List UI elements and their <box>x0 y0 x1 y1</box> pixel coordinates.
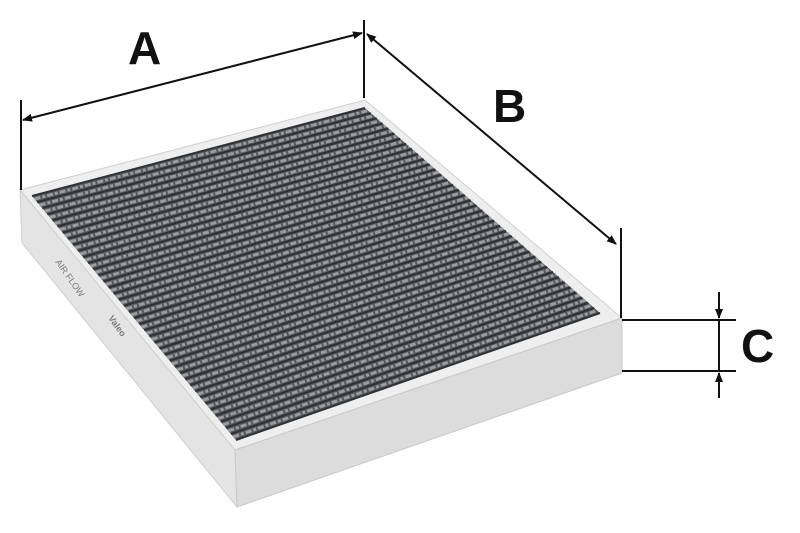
pleat-fold-dark <box>210 286 571 411</box>
pleat-ridge-light <box>95 170 439 274</box>
pleat-fold-dark <box>194 271 554 393</box>
pleat-fold-dark <box>220 296 583 423</box>
pleat-fold-dark <box>57 132 395 228</box>
pleat-fold-dark <box>67 142 407 240</box>
pleat-fold-dark <box>215 291 577 417</box>
pleat-fold-dark <box>62 137 401 234</box>
pleat-ridge-light <box>176 252 533 372</box>
pleat-ridge-light <box>34 109 369 201</box>
dimension-b-label: B <box>493 80 526 132</box>
pleat-fold-dark <box>230 306 595 435</box>
pleat-ridge-light <box>181 257 539 378</box>
pleat-ridge-light <box>222 298 586 427</box>
pleat-ridge-light <box>39 114 375 207</box>
media-pleats <box>31 107 601 441</box>
pleat-ridge-light <box>74 150 416 250</box>
pleat-ridge-light <box>232 309 598 439</box>
dimension-a-label: A <box>128 22 161 74</box>
pleat-fold-dark <box>72 148 413 246</box>
pleat-fold-dark <box>77 153 419 252</box>
pleat-ridge-light <box>212 288 575 414</box>
pleat-fold-dark <box>184 260 542 380</box>
pleat-ridge-light <box>217 293 580 421</box>
pleat-ridge-light <box>192 268 551 390</box>
dimension-c-label: C <box>741 320 774 372</box>
pleat-fold-dark <box>199 276 560 399</box>
pleat-fold-dark <box>179 255 536 374</box>
pleat-ridge-light <box>141 216 492 329</box>
pleat-fold-dark <box>31 107 366 197</box>
pleat-ridge-light <box>59 134 398 231</box>
pleat-ridge-light <box>146 221 498 335</box>
pleat-fold-dark <box>174 250 530 368</box>
pleat-fold-dark <box>235 312 601 441</box>
pleat-fold-dark <box>52 127 389 222</box>
pleat-ridge-light <box>44 119 381 213</box>
pleat-ridge-light <box>161 237 516 353</box>
pleat-ridge-light <box>207 283 569 408</box>
pleat-ridge-light <box>197 273 557 396</box>
pleat-ridge-light <box>202 278 563 402</box>
pleat-fold-dark <box>205 281 566 405</box>
pleat-fold-dark <box>164 240 519 356</box>
pleat-fold-dark <box>169 245 524 362</box>
pleat-ridge-light <box>151 227 504 341</box>
pleat-fold-dark <box>154 230 507 344</box>
pleat-ridge-light <box>187 262 545 384</box>
dimension-a-arrow <box>22 31 363 122</box>
pleat-fold-dark <box>225 301 589 429</box>
pleat-ridge-light <box>156 232 510 347</box>
pleat-fold-dark <box>47 122 383 216</box>
pleat-ridge-light <box>100 175 445 280</box>
pleat-ridge-light <box>54 129 392 225</box>
pleat-ridge-light <box>171 247 528 366</box>
pleat-ridge-light <box>80 155 422 256</box>
pleat-fold-dark <box>36 112 372 204</box>
filter-frame-front-side <box>234 317 623 508</box>
pleat-fold-dark <box>41 117 378 210</box>
pleat-ridge-light <box>49 124 386 219</box>
dimension-b-arrow <box>366 33 617 245</box>
pleat-ridge-light <box>166 242 522 360</box>
pleat-fold-dark <box>189 265 548 387</box>
pleat-fold-dark <box>159 235 513 350</box>
pleat-ridge-light <box>227 303 592 433</box>
